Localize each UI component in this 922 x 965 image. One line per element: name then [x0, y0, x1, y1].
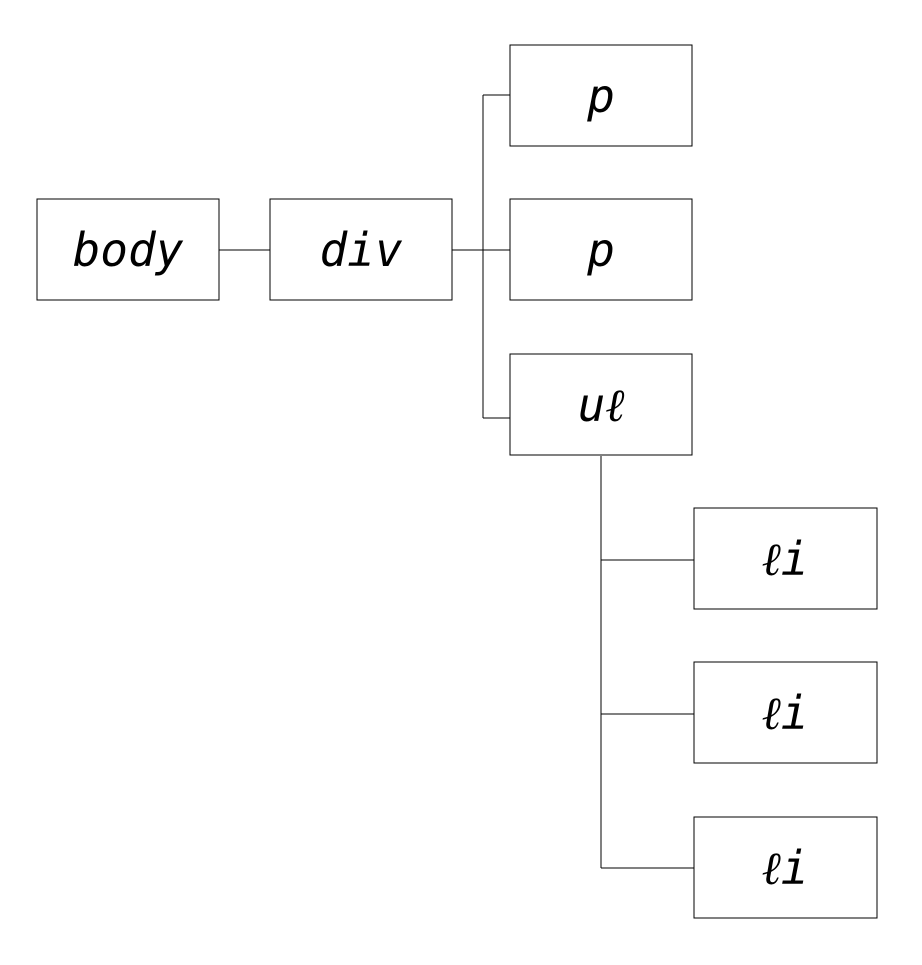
node-li-2: ℓi	[693, 661, 878, 764]
node-label: p	[586, 223, 615, 277]
node-li-3: ℓi	[693, 816, 878, 919]
node-label: ℓi	[762, 686, 809, 740]
node-label: p	[586, 69, 615, 123]
node-ul: uℓ	[509, 353, 693, 456]
node-label: ℓi	[762, 841, 809, 895]
node-body: body	[36, 198, 220, 301]
node-label: body	[73, 223, 184, 277]
node-p-2: p	[509, 198, 693, 301]
node-div: div	[269, 198, 453, 301]
node-li-1: ℓi	[693, 507, 878, 610]
node-label: div	[319, 223, 402, 277]
node-p-1: p	[509, 44, 693, 147]
node-label: ℓi	[762, 532, 809, 586]
node-label: uℓ	[578, 378, 626, 432]
connectors	[219, 94, 694, 869]
